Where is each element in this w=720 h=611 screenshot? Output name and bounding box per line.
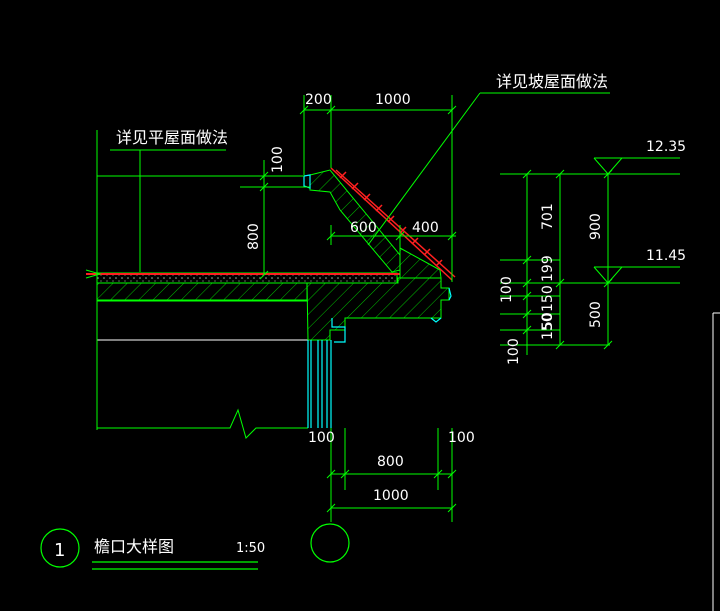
- axis-circle: [310, 523, 350, 563]
- dim-1000-bottom: 1000: [373, 488, 409, 504]
- right-dimension-lines: [500, 169, 680, 355]
- dim-150-a: 150: [540, 285, 556, 312]
- level-11-45: 11.45: [646, 248, 686, 264]
- mid-dimension-lines: [326, 225, 457, 270]
- dim-100-bottom-right-2: 100: [448, 430, 475, 446]
- dim-50: 50: [540, 312, 556, 330]
- level-symbol-lower: [593, 266, 680, 284]
- dim-800-left: 800: [246, 223, 262, 250]
- dim-150-b: 150: [540, 313, 556, 340]
- level-12-35: 12.35: [646, 139, 686, 155]
- slope-roof-finish: [330, 167, 456, 281]
- top-dimension-lines: [299, 95, 457, 282]
- eave-concrete: [306, 169, 450, 341]
- left-dimension-lines: [97, 160, 310, 280]
- dim-199: 199: [540, 255, 556, 282]
- flat-roof-leader: [110, 149, 226, 272]
- dim-100-right: 100: [499, 276, 515, 303]
- slope-roof-leader: [367, 92, 610, 246]
- flat-roof-note: 详见平屋面做法: [116, 128, 228, 147]
- dim-900: 900: [588, 213, 604, 240]
- dim-600: 600: [350, 220, 377, 236]
- break-line: [96, 130, 308, 439]
- detail-title: 檐口大样图: [94, 537, 174, 556]
- slope-roof-note: 详见坡屋面做法: [496, 72, 608, 91]
- level-symbol-upper: [593, 157, 680, 175]
- dim-100-bottom-left: 100: [308, 430, 335, 446]
- wall-outline: [303, 174, 452, 428]
- dim-800-bottom: 800: [377, 454, 404, 470]
- dim-500: 500: [588, 301, 604, 328]
- dim-400: 400: [412, 220, 439, 236]
- dim-1000-top: 1000: [375, 92, 411, 108]
- bottom-dimension-lines: [326, 428, 457, 522]
- dim-701: 701: [540, 203, 556, 230]
- detail-scale: 1:50: [236, 541, 265, 556]
- arrow-mark: [85, 269, 102, 279]
- detail-index-number: 1: [54, 540, 65, 561]
- detail-index-circle: [40, 528, 80, 568]
- title-underline: [92, 561, 258, 570]
- dim-200: 200: [305, 92, 332, 108]
- dim-100-bottom-right: 100: [506, 338, 522, 365]
- dim-100-left: 100: [270, 146, 286, 173]
- flat-roof-slab: [86, 272, 400, 341]
- drawing-frame-edge: [712, 312, 720, 611]
